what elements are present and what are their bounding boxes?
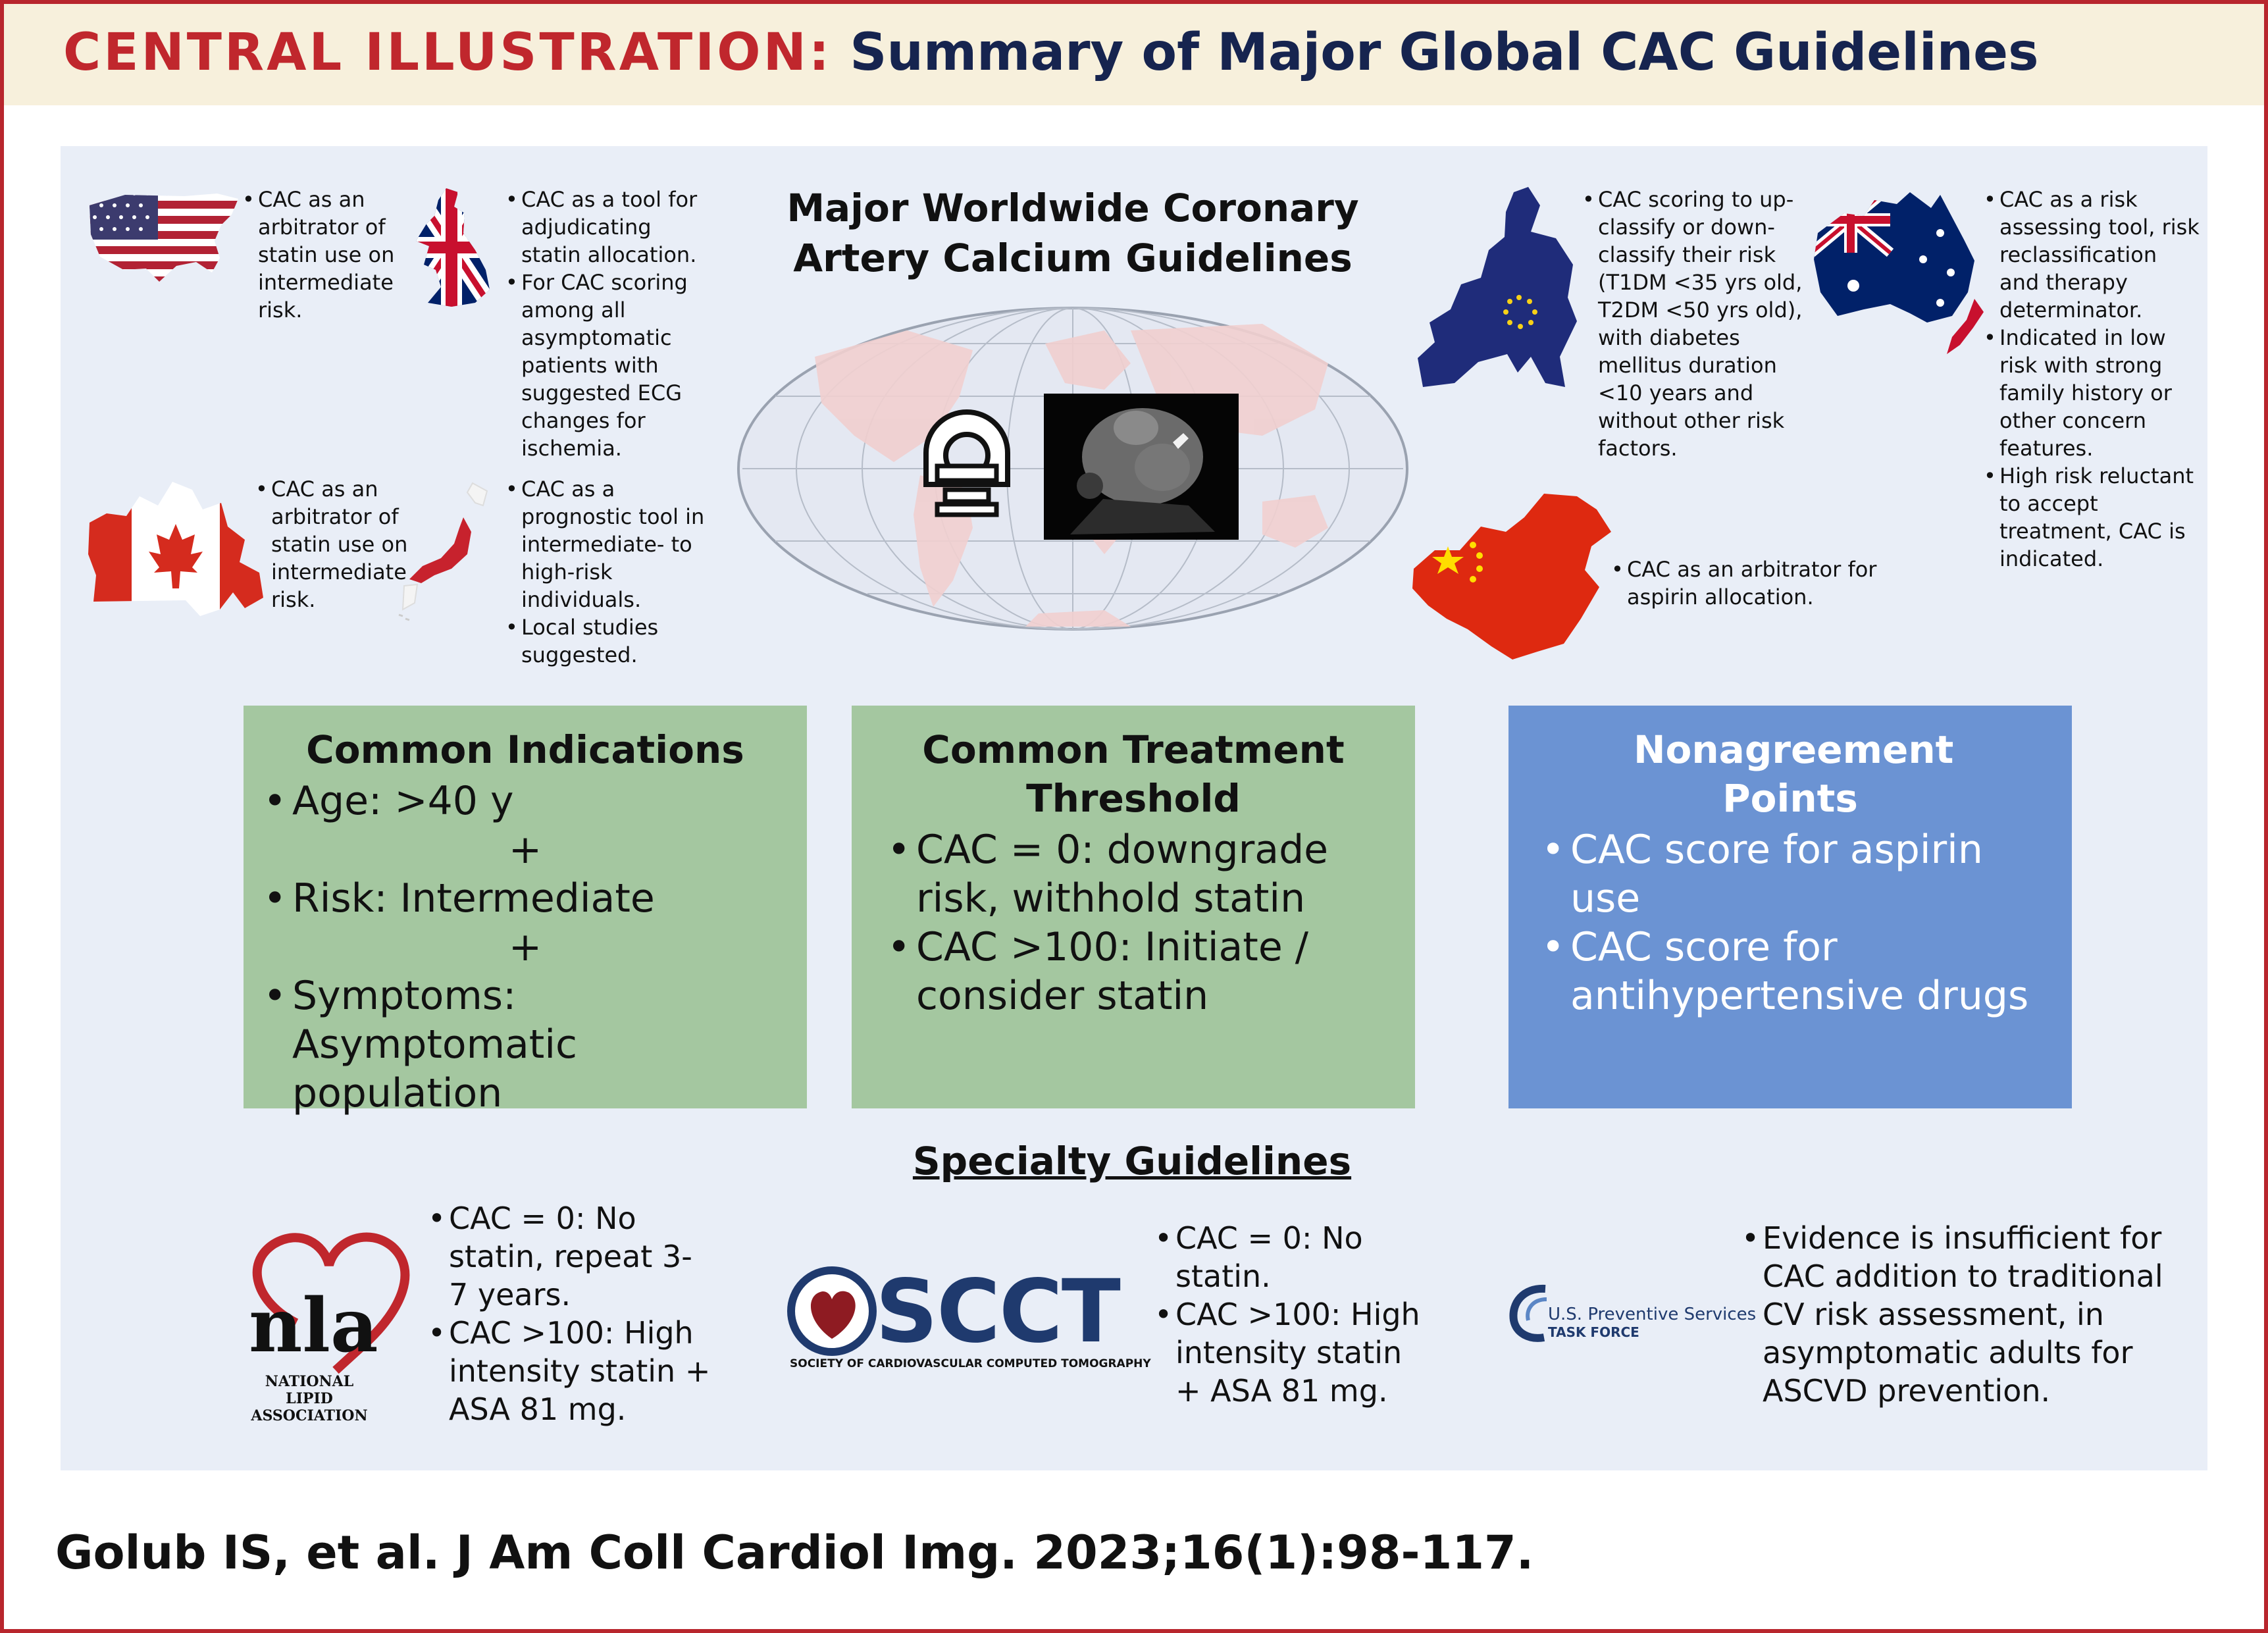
japan-guideline-item-2: Local studies suggested. [505, 613, 716, 669]
scct-logo-caption: SOCIETY OF CARDIOVASCULAR COMPUTED TOMOG… [790, 1357, 1151, 1370]
australia-flag-map [1811, 187, 1989, 358]
heart-circle-icon [787, 1266, 877, 1356]
plus-sign: + [508, 924, 542, 970]
title-label: CENTRAL ILLUSTRATION: [63, 23, 833, 82]
indication-symptoms: Symptoms: Asymptomatic population [263, 972, 787, 1118]
scct-item-zero: CAC = 0: No statin. [1154, 1219, 1431, 1295]
common-indications-list-3: Symptoms: Asymptomatic population [263, 972, 787, 1118]
uspstf-guideline-list: Evidence is insufficient for CAC additio… [1741, 1219, 2169, 1410]
uspstf-logo-caption: TASK FORCE [1548, 1324, 1639, 1340]
nla-guideline-list: CAC = 0: No statin, repeat 3-7 years. CA… [428, 1199, 711, 1428]
ct-heart-scan-image [1044, 394, 1239, 540]
ct-scanner-icon [917, 405, 1016, 521]
japan-flag-map [395, 480, 494, 621]
heart-outline-icon [252, 1232, 410, 1374]
scct-logo-text: SCCT [875, 1261, 1121, 1362]
nla-logo-caption: NATIONAL LIPID ASSOCIATION [251, 1373, 368, 1424]
threshold-item-100: CAC >100: Initiate / consider statin [887, 923, 1395, 1020]
nla-logo-text: nla [249, 1283, 378, 1369]
scct-logo: SCCT SOCIETY OF CARDIOVASCULAR COMPUTED … [783, 1264, 1152, 1376]
common-indications-list: Age: >40 y [263, 777, 787, 825]
nonagreement-item-antihypertensive: CAC score for antihypertensive drugs [1541, 923, 2052, 1020]
canada-guideline-item: CAC as an arbitrator of statin use on in… [255, 475, 413, 613]
nla-item-zero: CAC = 0: No statin, repeat 3-7 years. [428, 1199, 711, 1314]
world-map-globe [736, 304, 1410, 633]
usa-guideline-list: CAC as an arbitrator of statin use on in… [242, 186, 400, 324]
australia-guideline-item-1: CAC as a risk assessing tool, risk recla… [1984, 186, 2201, 324]
figure-title: CENTRAL ILLUSTRATION: Summary of Major G… [63, 22, 2039, 84]
uk-guideline-item-1: CAC as a tool for adjudicating statin al… [505, 186, 703, 269]
china-guideline-list: CAC as an arbitrator for aspirin allocat… [1611, 556, 1901, 611]
center-title: Major Worldwide Coronary Artery Calcium … [786, 186, 1359, 280]
nonagreement-item-aspirin: CAC score for aspirin use [1541, 825, 2052, 923]
threshold-item-zero: CAC = 0: downgrade risk, withhold statin [887, 825, 1395, 923]
common-indications-list-2: Risk: Intermediate [263, 874, 787, 923]
japan-guideline-item-1: CAC as a prognostic tool in intermediate… [505, 475, 716, 613]
header-band: CENTRAL ILLUSTRATION: Summary of Major G… [4, 4, 2264, 105]
treatment-threshold-title: Common Treatment Threshold [922, 727, 1345, 821]
canada-flag-map [87, 477, 265, 625]
common-indications-title: Common Indications [306, 727, 744, 772]
treatment-threshold-box: Common Treatment Threshold CAC = 0: down… [852, 706, 1415, 1108]
japan-guideline-list: CAC as a prognostic tool in intermediate… [505, 475, 716, 669]
uspstf-logo-text: U.S. Preventive Services [1548, 1305, 1757, 1324]
canada-guideline-list: CAC as an arbitrator of statin use on in… [255, 475, 413, 613]
common-indications-box: Common Indications Age: >40 y + Risk: In… [244, 706, 807, 1116]
china-guideline-item: CAC as an arbitrator for aspirin allocat… [1611, 556, 1901, 611]
citation: Golub IS, et al. J Am Coll Cardiol Img. … [55, 1526, 1534, 1580]
usa-flag-map [86, 186, 241, 284]
treatment-threshold-list: CAC = 0: downgrade risk, withhold statin… [871, 825, 1395, 1020]
uspstf-swoosh-icon [1509, 1284, 1547, 1342]
uk-guideline-list: CAC as a tool for adjudicating statin al… [505, 186, 703, 462]
specialty-guidelines-title: Specialty Guidelines [912, 1139, 1352, 1183]
scct-guideline-list: CAC = 0: No statin. CAC >100: High inten… [1154, 1219, 1431, 1410]
europe-guideline-list: CAC scoring to up-classify or down-class… [1582, 186, 1819, 462]
indication-age: Age: >40 y [263, 777, 787, 825]
nla-item-100: CAC >100: High intensity statin + ASA 81… [428, 1314, 711, 1428]
uspstf-logo: U.S. Preventive Services TASK FORCE [1507, 1283, 1756, 1349]
europe-guideline-item: CAC scoring to up-classify or down-class… [1582, 186, 1819, 462]
title-text: Summary of Major Global CAC Guidelines [850, 23, 2039, 82]
uspstf-item: Evidence is insufficient for CAC additio… [1741, 1219, 2169, 1410]
uk-flag-map [412, 187, 491, 307]
nonagreement-points-list: CAC score for aspirin use CAC score for … [1528, 825, 2052, 1020]
nonagreement-points-title: Nonagreement Points [1634, 727, 1954, 821]
usa-guideline-item: CAC as an arbitrator of statin use on in… [242, 186, 400, 324]
china-flag-map [1408, 490, 1616, 662]
nonagreement-points-box: Nonagreement Points CAC score for aspiri… [1508, 706, 2072, 1108]
uk-guideline-item-2: For CAC scoring among all asymptomatic p… [505, 269, 703, 462]
australia-guideline-item-3: High risk reluctant to accept treatment,… [1984, 462, 2201, 573]
plus-sign: + [508, 827, 542, 873]
nla-logo: nla NATIONAL LIPID ASSOCIATION [237, 1224, 421, 1424]
scct-item-100: CAC >100: High intensity statin + ASA 81… [1154, 1295, 1431, 1410]
indication-risk: Risk: Intermediate [263, 874, 787, 923]
europe-flag-map [1415, 186, 1580, 396]
australia-guideline-item-2: Indicated in low risk with strong family… [1984, 324, 2201, 462]
australia-guideline-list: CAC as a risk assessing tool, risk recla… [1984, 186, 2201, 573]
